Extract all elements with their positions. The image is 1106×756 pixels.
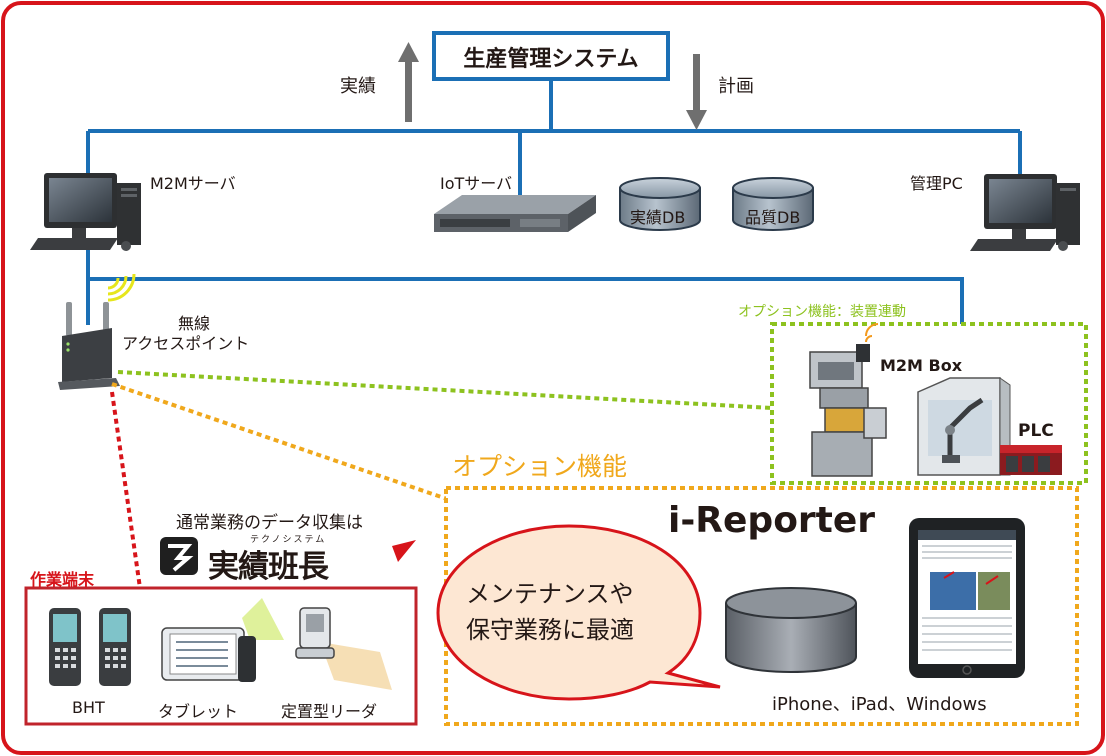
data-collection-caption: 通常業務のデータ収集は: [176, 513, 363, 533]
wifi-signal-icon: [107, 273, 136, 302]
logo-text: 実績班長: [208, 549, 329, 585]
platforms-label: iPhone、iPad、Windows: [772, 694, 987, 715]
access-point-icon: [58, 302, 120, 390]
down-arrow-icon: [686, 54, 707, 130]
tablet-report-icon: [909, 518, 1025, 678]
tablet-label: タブレット: [158, 702, 239, 721]
bubble-line2: 保守業務に最適: [466, 616, 634, 644]
admin-pc-icon: [970, 174, 1080, 251]
bubble-line1: メンテナンスや: [466, 580, 634, 608]
bht-label: BHT: [72, 698, 105, 717]
logo-ruby: テクノシステム: [250, 535, 327, 545]
network-lines: [86, 76, 1022, 325]
speech-bubble: [436, 524, 721, 701]
stationary-reader-icon: [295, 607, 392, 690]
plan-arrow-label: 計画: [718, 76, 754, 97]
admin-pc-label: 管理PC: [910, 174, 963, 193]
option-title: オプション機能: [452, 452, 628, 481]
reader-label: 定置型リーダ: [281, 702, 378, 721]
m2m-server-label: M2Mサーバ: [150, 174, 236, 193]
access-point-label-line1: 無線: [178, 314, 211, 333]
results-arrow-label: 実績: [340, 76, 376, 97]
robot-cell-icon: [917, 377, 1011, 476]
jisseki-hancho-logo: [160, 537, 416, 575]
press-machine-icon: [809, 323, 887, 477]
plc-label: PLC: [1018, 421, 1054, 441]
iot-server-label: IoTサーバ: [440, 174, 513, 193]
title-box: [432, 31, 670, 81]
db-quality-icon: [732, 177, 814, 231]
access-point-label-line2: アクセスポイント: [122, 334, 250, 353]
m2m-box-label: M2M Box: [880, 356, 963, 375]
up-arrow-icon: [398, 42, 419, 122]
plc-icon: [1000, 445, 1062, 475]
tablet-scanner-icon: [161, 598, 284, 682]
iot-server-rack-icon: [434, 195, 596, 232]
db-quality-label: 品質DB: [745, 208, 801, 227]
dotted-links: [110, 370, 773, 589]
i-reporter-title: i-Reporter: [668, 500, 876, 541]
db-results-label: 実績DB: [630, 208, 686, 227]
page-title: 生産管理システム: [463, 47, 639, 72]
option-device-title: オプション機能：装置連動: [738, 304, 906, 320]
i-reporter-db-icon: [725, 587, 857, 673]
bht-device-icon: [49, 608, 131, 686]
db-results-icon: [619, 177, 701, 231]
terminals-title: 作業端末: [30, 570, 95, 589]
m2m-server-pc-icon: [30, 173, 141, 251]
